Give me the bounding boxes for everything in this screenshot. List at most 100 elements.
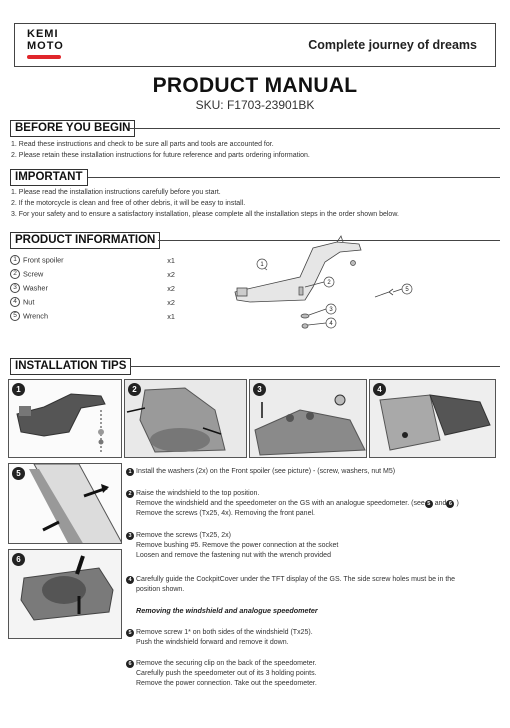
step-4-image: 4 [369,379,496,458]
step-3-image: 3 [249,379,367,458]
step-ref-badge: 6 [446,500,455,508]
part-number: 2 [10,269,20,280]
brand-logo: KEMI MOTO [27,28,91,59]
step-number: 3 [126,532,134,540]
step-number: 2 [126,490,134,498]
step-badge: 5 [12,467,25,480]
divider [158,240,500,241]
step-ref-badge: 5 [424,500,433,508]
logo-line-2: MOTO [27,40,64,52]
callout-text: 4 [329,321,333,327]
part-qty: x2 [167,270,175,279]
step-badge: 3 [253,383,266,396]
sku-line: SKU: F1703-23901BK [195,98,315,112]
step-line: Carefully guide the CockpitCover under t… [136,576,456,583]
part-qty: x2 [167,298,175,307]
step-line: Remove screw 1* on both sides of the win… [136,629,313,636]
step-line: Install the washers (2x) on the Front sp… [136,468,396,475]
divider [129,128,500,129]
front-spoiler-drawing [234,235,362,303]
step-number: 4 [126,576,134,584]
step-number: 5 [126,629,134,637]
parts-diagram: 1 2 3 4 5 [234,235,413,329]
section-product-information: PRODUCT INFORMATION [10,232,161,249]
step-5-illustration [29,464,121,543]
part-number: 5 [10,311,20,322]
callout-3: 3 [308,303,337,316]
page-title: PRODUCT MANUAL [152,74,358,97]
part-name: Nut [23,297,35,307]
section-important: IMPORTANT [10,169,88,186]
part-name: Screw [23,269,44,279]
step-2-illustration [125,380,246,457]
step-line: Remove the screws (Tx25, 4x). Removing t… [136,510,315,517]
step-5-image: 5 [8,463,122,544]
step-6-illustration [9,550,121,638]
step-line: Raise the windshield to the top position… [136,490,260,497]
step-badge: 2 [128,383,141,396]
step-badge: 1 [12,383,25,396]
divider [130,366,500,367]
before-line-2: 2. Please retain these installation inst… [11,152,310,159]
step-line: Carefully push the speedometer out of it… [136,670,317,677]
part-name: Front spoiler [23,255,64,265]
step-line: Remove the screws (Tx25, 2x) [136,532,231,539]
callout-text: 5 [405,287,409,293]
step-line: Remove bushing #5. Remove the power conn… [136,542,339,549]
part-qty: x1 [167,256,175,265]
header-bar: KEMI MOTO Complete journey of dreams [14,23,496,67]
step-4-illustration [370,380,495,457]
step-6-image: 6 [8,549,122,639]
part-number: 3 [10,283,20,294]
part-name: Washer [23,283,48,293]
part-qty: x2 [167,284,175,293]
part-name: Wrench [23,311,49,321]
callout-text: 2 [327,280,331,286]
step-number: 1 [126,468,134,476]
step-line: Loosen and remove the fastening nut with… [136,552,331,559]
step-3-illustration [250,380,366,457]
logo-accent-bar [27,55,61,59]
part-qty: x1 [167,312,175,321]
step-number: 6 [126,660,134,668]
part-number: 4 [10,297,20,308]
step-line: Push the windshield forward and remove i… [136,639,289,646]
hardware-drawing [298,260,356,329]
part-number: 1 [10,255,20,266]
callout-4: 4 [307,317,337,329]
section-before-you-begin: BEFORE YOU BEGIN [10,120,136,137]
callout-5: 5 [392,283,413,295]
step-line: ) [456,500,459,507]
wrench-drawing [374,288,394,298]
step-1-illustration [16,393,106,452]
callout-2: 2 [304,276,335,288]
important-line-3: 3. For your safety and to ensure a satis… [11,211,399,218]
step-line: Remove the securing clip on the back of … [136,660,317,667]
step-line: Remove the power connection. Take out th… [136,680,317,687]
before-line-1: 1. Read these instructions and check to … [11,141,274,148]
callout-text: 1 [260,262,264,268]
section-installation-tips: INSTALLATION TIPS [10,358,132,375]
step-badge: 4 [373,383,386,396]
subheading: Removing the windshield and analogue spe… [136,606,318,615]
step-badge: 6 [12,553,25,566]
callout-1: 1 [256,258,268,271]
important-line-1: 1. Please read the installation instruct… [11,189,221,196]
step-2-image: 2 [124,379,247,458]
callout-text: 3 [329,307,333,313]
logo-line-1: KEMI [27,28,59,40]
slogan: Complete journey of dreams [308,38,477,52]
step-line: Remove the windshield and the speedomete… [136,500,425,507]
step-line: and [434,500,447,507]
divider [88,177,500,178]
